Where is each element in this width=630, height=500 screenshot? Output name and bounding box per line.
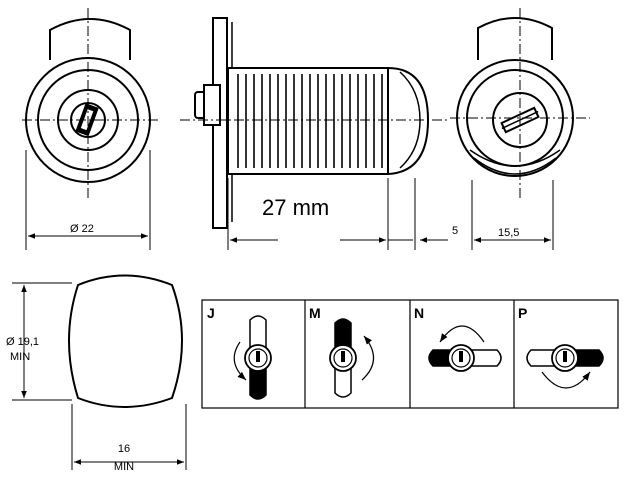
cam-height-label: Ø 19,1 <box>6 336 39 348</box>
length-dimension-label: 27 mm <box>262 195 329 220</box>
side-view-knurling <box>237 74 383 168</box>
front-view <box>22 8 160 250</box>
rotation-option-n <box>428 325 502 372</box>
option-letter-n: N <box>414 305 424 321</box>
cam-view <box>12 274 187 470</box>
flange-offset-label: 5 <box>452 225 458 237</box>
option-letter-p: P <box>518 305 527 321</box>
rotation-option-j <box>233 315 272 400</box>
cam-width-label: 16 <box>118 443 130 455</box>
rear-view <box>450 8 590 250</box>
cam-width-min-label: MIN <box>114 461 134 473</box>
rear-dimension-label: 15,5 <box>498 227 519 239</box>
rotation-option-m <box>329 318 375 398</box>
option-letter-m: M <box>309 305 321 321</box>
option-letter-j: J <box>207 305 215 321</box>
cam-height-min-label: MIN <box>10 351 30 363</box>
front-dimension-label: Ø 22 <box>70 223 94 235</box>
side-view-dimensions <box>180 119 448 250</box>
rotation-option-p <box>526 344 604 389</box>
